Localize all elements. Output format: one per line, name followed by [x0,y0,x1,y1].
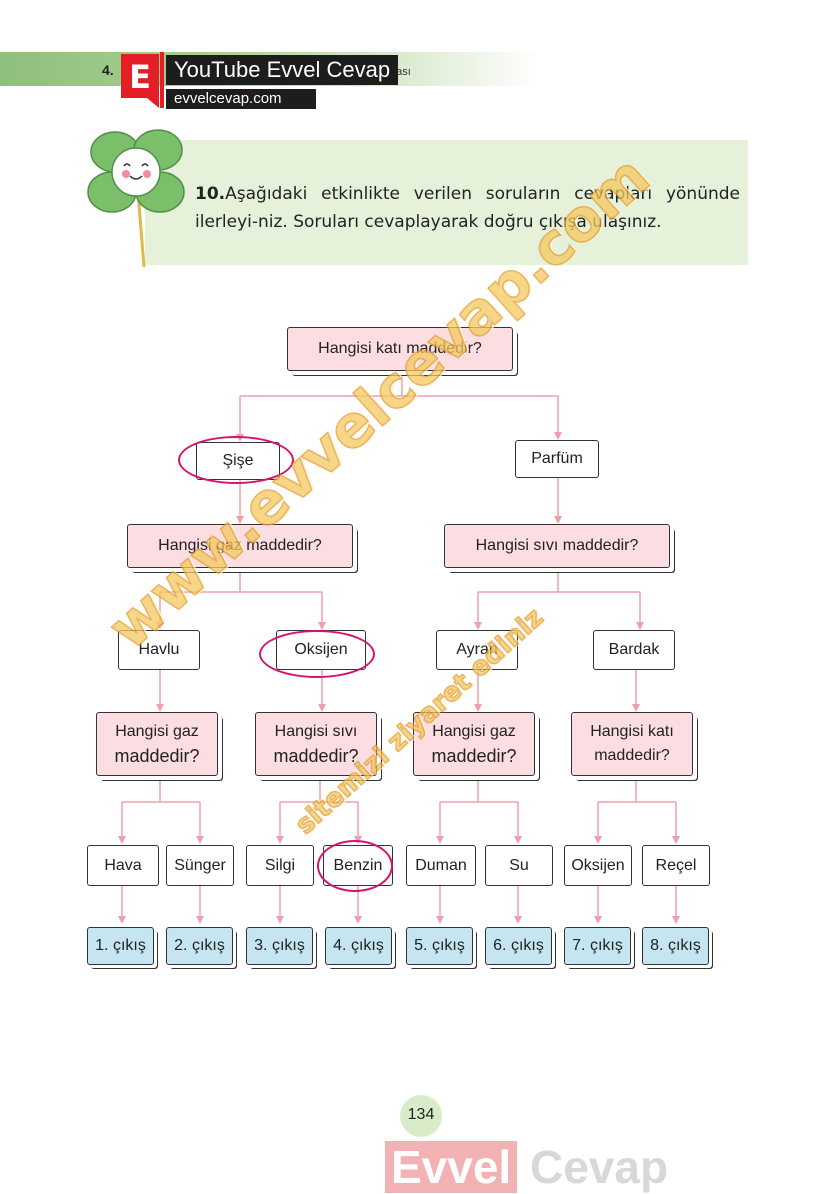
question-box-3: Hangisi gaz maddedir? [413,712,535,776]
root-question: Hangisi katı maddedir? [287,327,513,371]
selected-highlight [317,840,393,892]
question-liquid-right: Hangisi sıvı maddedir? [444,524,670,568]
answer-oksijen-2[interactable]: Oksijen [564,845,632,886]
answer-recel[interactable]: Reçel [642,845,710,886]
footer-brand-part1: Evvel [385,1141,518,1193]
footer-brand: Evvel Cevap [385,1140,668,1194]
flower-mascot-icon [87,129,185,268]
unit-number: 4. [102,62,114,78]
selected-highlight [178,436,294,484]
question-box-4-line1: Hangisi katı [590,723,674,740]
exit-6: 6. çıkış [485,927,552,965]
answer-bardak[interactable]: Bardak [593,630,675,670]
question-gas-left: Hangisi gaz maddedir? [127,524,353,568]
flow-diagram: Hangisi katı maddedir? Şişe Parfüm Hangi… [0,300,831,1000]
question-box-1-line2: maddedir? [114,746,200,766]
exit-2: 2. çıkış [166,927,233,965]
exit-8: 8. çıkış [642,927,709,965]
question-box-3-line2: maddedir? [431,746,517,766]
question-body: Aşağıdaki etkinlikte verilen soruların c… [195,184,740,232]
question-box-2-line1: Hangisi sıvı [274,723,358,740]
answer-su[interactable]: Su [485,845,553,886]
question-text: 10.Aşağıdaki etkinlikte verilen soruları… [195,180,740,236]
brand-logo: E [121,54,159,98]
answer-parfum[interactable]: Parfüm [515,440,599,478]
page-number: 134 [407,1106,435,1123]
question-box-4: Hangisi katı maddedir? [571,712,693,776]
question-box-2-line2: maddedir? [273,746,359,766]
question-box-4-line2: maddedir? [594,747,670,764]
question-box-1: Hangisi gaz maddedir? [96,712,218,776]
answer-hava[interactable]: Hava [87,845,159,886]
answer-sunger[interactable]: Sünger [166,845,234,886]
answer-silgi[interactable]: Silgi [246,845,314,886]
question-box-3-line1: Hangisi gaz [432,723,516,740]
selected-highlight [259,630,375,678]
question-box-1-line1: Hangisi gaz [115,723,199,740]
footer-brand-part2: Cevap [530,1141,669,1193]
brand-logo-tail [147,98,159,108]
brand-title[interactable]: YouTube Evvel Cevap [166,55,399,85]
exit-5: 5. çıkış [406,927,473,965]
brand-site-link[interactable]: evvelcevap.com [166,89,316,109]
exit-7: 7. çıkış [564,927,631,965]
page-number-badge [400,1095,442,1137]
brand-logo-stripe [160,52,164,108]
exit-4: 4. çıkış [325,927,392,965]
question-box [145,140,748,265]
diagram-connectors [118,372,680,924]
answer-havlu[interactable]: Havlu [118,630,200,670]
answer-ayran[interactable]: Ayran [436,630,518,670]
brand-logo-letter: E [129,58,151,96]
answer-duman[interactable]: Duman [406,845,476,886]
question-number: 10. [195,184,226,204]
exit-3: 3. çıkış [246,927,313,965]
exit-1: 1. çıkış [87,927,154,965]
question-box-2: Hangisi sıvı maddedir? [255,712,377,776]
